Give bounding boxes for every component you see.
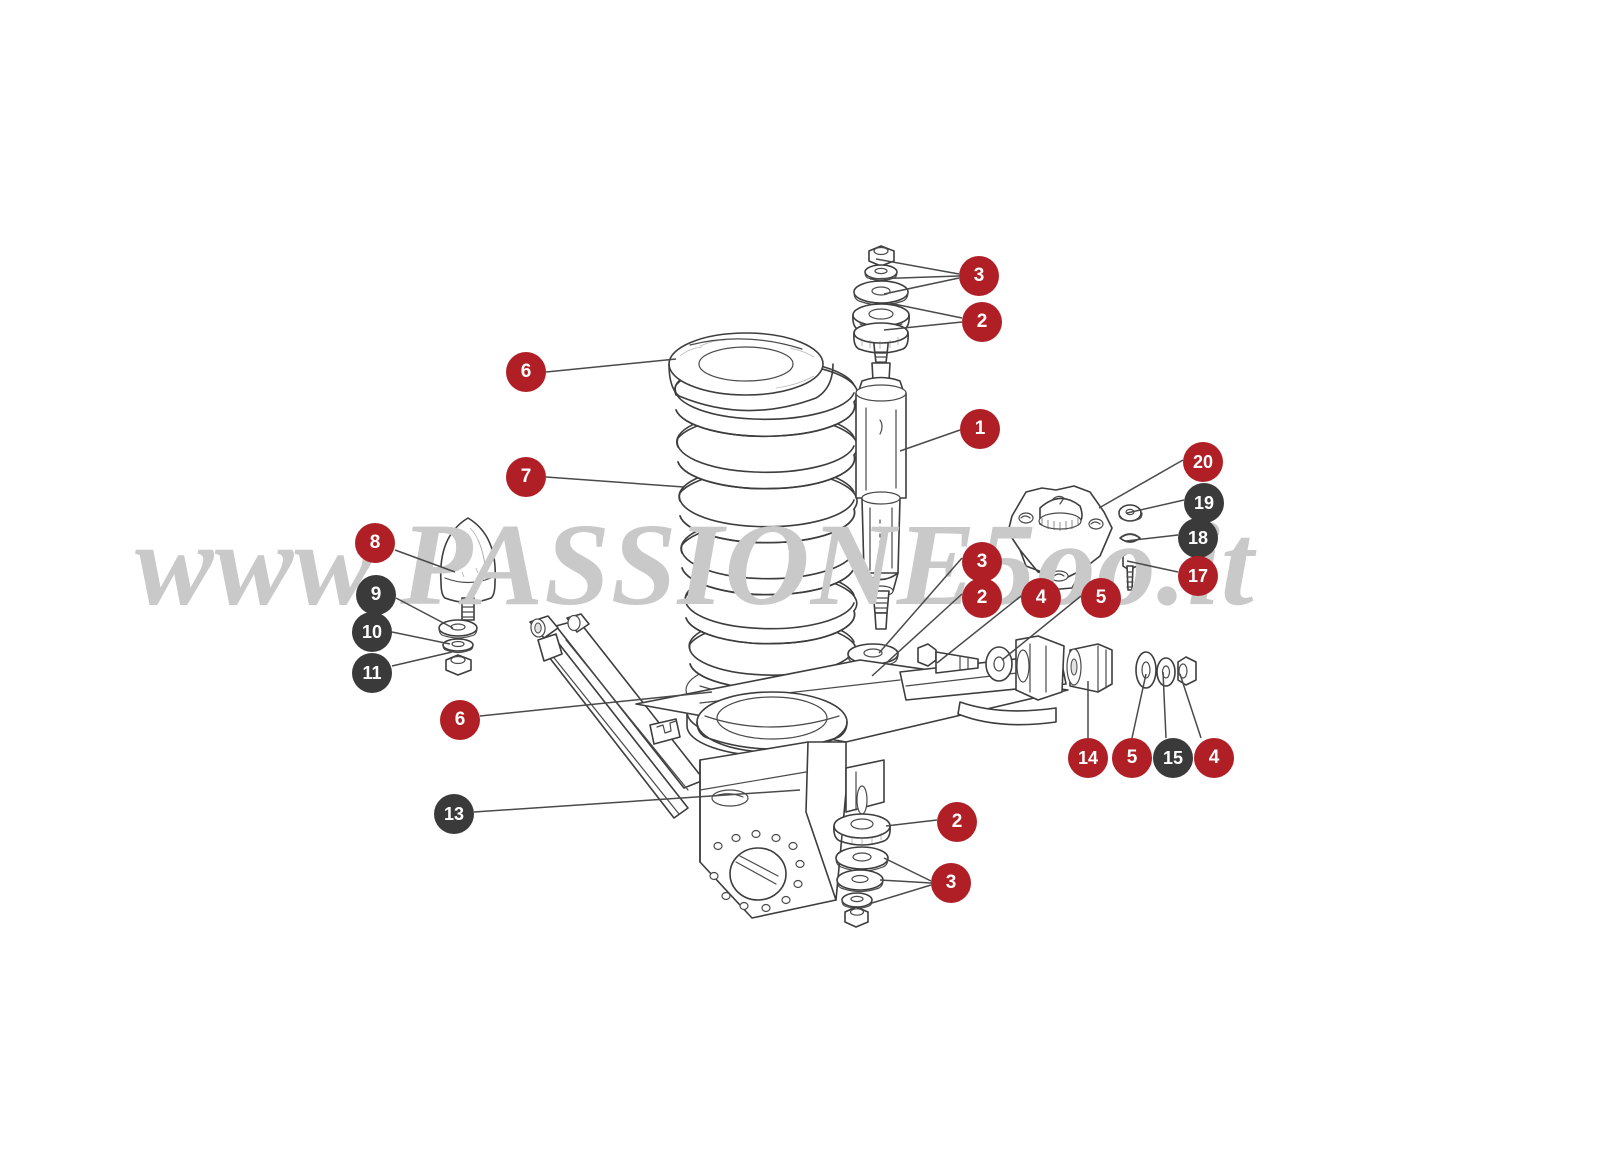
callout-18-spring-washer[interactable]: 18 — [1178, 518, 1218, 558]
leader-2-top-a — [888, 302, 963, 319]
bottom-hardware-stack-drawing — [833, 813, 891, 928]
callout-3-upper-nut-washers[interactable]: 3 — [959, 256, 999, 296]
leader-13 — [473, 789, 801, 813]
upper-strut-mount-drawing — [1007, 485, 1113, 591]
lower-control-arm-drawing — [529, 613, 1069, 919]
leader-6-upper — [545, 358, 677, 373]
leader-9 — [395, 597, 454, 629]
callout-14-silent-block-bush[interactable]: 14 — [1068, 738, 1108, 778]
arm-pivot-eyes — [529, 613, 590, 662]
hub-bolt-holes — [709, 829, 805, 913]
upper-hardware-stack-drawing — [852, 245, 910, 354]
leader-5-bot — [1131, 673, 1147, 739]
leader-20 — [1098, 459, 1184, 509]
upper-spring-pad-drawing — [668, 332, 834, 412]
callout-17-bolt[interactable]: 17 — [1178, 556, 1218, 596]
leader-5-mid — [1001, 595, 1082, 661]
leader-3-bot-b — [879, 879, 932, 884]
leader-8 — [394, 549, 456, 573]
leader-4-bot — [1179, 673, 1202, 739]
callout-3-lower-nut-washers[interactable]: 3 — [962, 542, 1002, 582]
shock-absorber-drawing — [855, 339, 907, 630]
leader-17 — [1126, 560, 1179, 573]
pivot-bolt-drawing — [917, 635, 1065, 701]
leader-18 — [1125, 534, 1179, 542]
callout-11-nut[interactable]: 11 — [352, 653, 392, 693]
leader-10 — [391, 631, 451, 645]
leader-15 — [1162, 671, 1167, 739]
leader-3-bot-c — [871, 884, 932, 904]
callout-5-washer-lower[interactable]: 5 — [1112, 738, 1152, 778]
callout-2-bottom-rubber-bushing[interactable]: 2 — [937, 802, 977, 842]
callout-13-lower-control-arm[interactable]: 13 — [434, 794, 474, 834]
leader-3-top-b — [869, 275, 960, 280]
leader-6-lower — [479, 691, 713, 717]
callout-20-upper-strut-mount[interactable]: 20 — [1183, 442, 1223, 482]
leader-7 — [545, 476, 685, 488]
callout-8-bump-stop[interactable]: 8 — [355, 523, 395, 563]
callout-9-washer[interactable]: 9 — [356, 575, 396, 615]
leader-3-bot-a — [883, 857, 932, 882]
leader-1 — [899, 429, 961, 452]
callout-4-nut-lower[interactable]: 4 — [1194, 738, 1234, 778]
callout-1-shock-absorber[interactable]: 1 — [960, 409, 1000, 449]
callout-10-lock-washer[interactable]: 10 — [352, 612, 392, 652]
bump-stop-drawing — [438, 517, 497, 676]
callout-7-coil-spring[interactable]: 7 — [506, 457, 546, 497]
leader-3-top-a — [875, 258, 960, 275]
callout-2-lower-rubber-bushing[interactable]: 2 — [962, 578, 1002, 618]
leader-4-mid — [936, 595, 1022, 664]
callout-6-upper-spring-pad[interactable]: 6 — [506, 352, 546, 392]
leader-2-top-b — [883, 321, 963, 331]
leader-2-mid — [871, 593, 963, 677]
leader-3-top-c — [883, 277, 960, 295]
leader-2-bot — [885, 819, 938, 827]
callout-2-upper-rubber-bushings[interactable]: 2 — [962, 302, 1002, 342]
leader-3-mid — [878, 557, 963, 654]
callout-15-spacer[interactable]: 15 — [1153, 738, 1193, 778]
callout-19-washer[interactable]: 19 — [1184, 483, 1224, 523]
callout-6-lower-spring-pad[interactable]: 6 — [440, 700, 480, 740]
callout-4-nut[interactable]: 4 — [1021, 578, 1061, 618]
leader-19 — [1126, 499, 1185, 514]
callout-5-washer[interactable]: 5 — [1081, 578, 1121, 618]
callout-3-bottom-nut-washers[interactable]: 3 — [931, 863, 971, 903]
silent-block-assembly-drawing — [1066, 643, 1197, 693]
leader-11 — [391, 651, 453, 667]
